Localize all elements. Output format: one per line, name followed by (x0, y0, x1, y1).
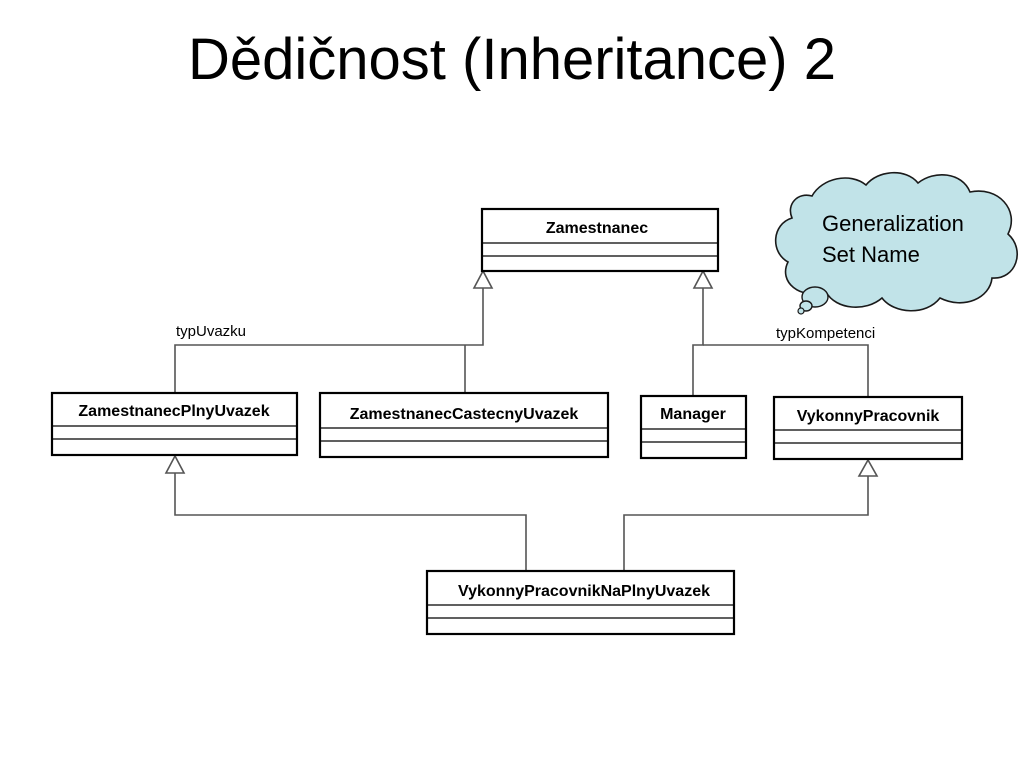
connector-vykonny-to-set (703, 344, 869, 397)
class-name-zamestnanec: Zamestnanec (546, 220, 648, 237)
arrowhead-vykonny (857, 458, 879, 477)
connector-manager-to-zamestnanec (692, 288, 704, 395)
class-name-manager: Manager (660, 406, 726, 423)
slide-title: Dědičnost (Inheritance) 2 (188, 27, 836, 92)
class-name-vykonny-plny-uvazek: VykonnyPracovnikNaPlnyUvazek (458, 583, 710, 600)
generalization-connectors (174, 288, 869, 571)
generalization-set-label-left: typUvazku (176, 323, 246, 340)
class-box-manager[interactable]: Manager (639, 394, 748, 460)
cloud-shape (774, 171, 1018, 312)
class-box-castecny-uvazek[interactable]: ZamestnanecCastecnyUvazek (318, 391, 610, 459)
class-box-vykonny-plny-uvazek[interactable]: VykonnyPracovnikNaPlnyUvazek (425, 569, 736, 636)
connector-plny-to-zamestnanec (174, 288, 484, 392)
callout-line-2: Set Name (822, 242, 920, 267)
callout-line-1: Generalization (822, 211, 964, 236)
class-box-plny-uvazek[interactable]: ZamestnanecPlnyUvazek (50, 391, 299, 457)
class-name-castecny-uvazek: ZamestnanecCastecnyUvazek (350, 406, 579, 423)
generalization-arrowheads (164, 269, 879, 477)
class-box-zamestnanec[interactable]: Zamestnanec (480, 207, 720, 273)
cloud-bubble-small (797, 307, 805, 315)
connector-vykonnyplny-to-vykonny (623, 476, 869, 571)
arrowhead-plny (164, 454, 186, 474)
arrowhead-zamestnanec-left (472, 269, 494, 289)
thought-cloud-callout: Generalization Set Name (774, 171, 1018, 315)
class-name-vykonny-pracovnik: VykonnyPracovnik (797, 408, 940, 425)
generalization-set-label-right: typKompetenci (776, 325, 875, 342)
connector-vykonnyplny-to-plny (174, 473, 527, 571)
class-name-plny-uvazek: ZamestnanecPlnyUvazek (78, 403, 269, 420)
arrowhead-zamestnanec-right (692, 269, 714, 289)
class-box-vykonny-pracovnik[interactable]: VykonnyPracovnik (772, 395, 964, 461)
